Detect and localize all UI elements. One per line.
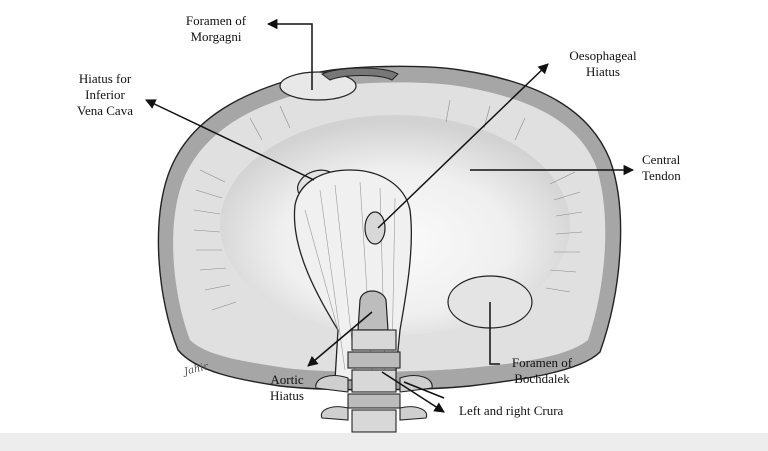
label-aortic-hiatus: Aortic Hiatus bbox=[270, 372, 304, 403]
sternal-strip bbox=[321, 67, 399, 81]
vertebral-column bbox=[315, 329, 433, 433]
ivc-leader bbox=[145, 99, 315, 181]
oesophageal-leader bbox=[377, 63, 549, 229]
aortic-hiatus-shape bbox=[357, 290, 389, 331]
label-crura: Left and right Crura bbox=[459, 403, 564, 418]
muscle-fibres bbox=[193, 99, 583, 311]
label-foramen-bochdalek: Foramen of Bochdalek bbox=[511, 355, 573, 386]
bochdalek-leader bbox=[489, 302, 500, 365]
crura-leader-1 bbox=[381, 371, 445, 413]
oesophageal-hiatus-shape bbox=[364, 211, 386, 245]
label-foramen-morgagni: Foramen of Morgagni bbox=[185, 13, 247, 44]
crura-leader-2 bbox=[403, 381, 445, 399]
footer-band bbox=[0, 433, 768, 451]
morgagni-leader bbox=[266, 18, 313, 90]
label-hiatus-ivc: Hiatus for Inferior Vena Cava bbox=[77, 71, 133, 118]
label-oesophageal-hiatus: Oesophageal Hiatus bbox=[569, 48, 637, 79]
label-central-tendon: Central Tendon bbox=[642, 152, 681, 183]
foramen-morgagni-shape bbox=[279, 71, 357, 101]
aortic-leader bbox=[307, 311, 373, 367]
diaphragm-illustration bbox=[145, 18, 635, 433]
